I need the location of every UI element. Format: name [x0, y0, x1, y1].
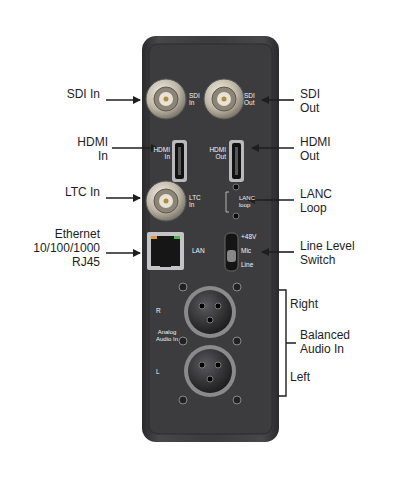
hdmi-shell — [229, 140, 244, 182]
bnc-pin — [222, 97, 227, 102]
screw — [179, 283, 187, 291]
port-marking: SDI Out — [244, 92, 260, 107]
lanc-jack — [233, 213, 239, 219]
callout-label: SDI In — [60, 88, 100, 102]
bnc-ring — [212, 87, 236, 111]
xlr-pin-hole — [199, 362, 205, 368]
screw — [233, 396, 241, 404]
port-marking: HDMI Out — [206, 146, 226, 161]
bnc-insulator — [159, 194, 173, 208]
leader-arrow — [106, 99, 140, 101]
callout-label: Line Level Switch — [300, 240, 370, 268]
leader-arrows — [106, 100, 294, 253]
xlr-flange — [184, 345, 236, 397]
xlr-pin-hole — [215, 362, 221, 368]
lanc-jack — [233, 184, 239, 190]
leader-arrow — [112, 147, 158, 149]
xlr-socket — [188, 349, 232, 393]
bnc-connector — [146, 79, 186, 119]
hdmi-opening — [232, 143, 241, 179]
bnc-shell — [146, 79, 186, 119]
port-marking: LAN — [192, 247, 212, 254]
rj45-opening — [151, 236, 180, 266]
bnc-pin — [164, 97, 169, 102]
bnc-ring — [154, 189, 178, 213]
port-marking: +48V — [241, 233, 261, 240]
callout-label: HDMI Out — [300, 136, 345, 164]
port-marking: L — [156, 368, 166, 375]
hdmi-port — [172, 140, 187, 182]
xlr-pin-hole — [199, 303, 205, 309]
screw — [179, 337, 187, 345]
lanc-bracket — [226, 192, 229, 212]
callout-label: LTC In — [60, 186, 100, 200]
port-marking: R — [156, 307, 166, 314]
rj45-shell — [147, 232, 184, 270]
callout-label: Right — [290, 298, 340, 312]
rj45-latch — [160, 262, 171, 267]
bnc-insulator — [217, 92, 231, 106]
leader-arrow — [262, 251, 294, 253]
bnc-ring — [154, 87, 178, 111]
leader-arrow — [106, 252, 140, 254]
callout-label: SDI Out — [300, 88, 340, 116]
callout-label: Balanced Audio In — [300, 329, 370, 357]
hdmi-tongue — [178, 147, 181, 175]
screw — [233, 337, 241, 345]
bnc-shell — [146, 181, 186, 221]
port-marking: Line — [241, 261, 261, 268]
bnc-connector — [204, 79, 244, 119]
device-panel — [149, 44, 272, 434]
bnc-insulator — [159, 92, 173, 106]
hdmi-tongue — [235, 147, 238, 175]
rj45-led — [174, 236, 180, 239]
port-marking: SDI In — [189, 92, 205, 107]
leader-arrow — [252, 147, 294, 149]
xlr-flange — [184, 286, 236, 338]
xlr-connector — [184, 345, 236, 397]
port-marking: Analog Audio In — [152, 329, 182, 343]
xlr-pin-hole — [215, 303, 221, 309]
switch-slot — [225, 233, 238, 271]
screw — [179, 396, 187, 404]
callout-label: Left — [290, 371, 340, 385]
port-marking: LTC In — [189, 194, 205, 209]
xlr-pin-hole — [207, 317, 213, 323]
callout-label: Ethernet 10/100/1000 RJ45 — [25, 228, 100, 269]
port-marking: LANC loop — [239, 195, 257, 209]
xlr-socket — [188, 290, 232, 334]
xlr-connector — [184, 286, 236, 338]
callout-label: HDMI In — [68, 136, 108, 164]
port-marking: HDMI In — [150, 146, 170, 161]
hdmi-port — [229, 140, 244, 182]
leader-arrow — [106, 197, 140, 199]
rj45-led — [151, 236, 157, 239]
hdmi-opening — [175, 143, 184, 179]
leader-arrow — [262, 99, 294, 101]
switch-lever — [227, 250, 236, 262]
hdmi-shell — [172, 140, 187, 182]
callout-label: LANC Loop — [300, 188, 340, 216]
bnc-connector — [146, 181, 186, 221]
xlr-pin-hole — [207, 376, 213, 382]
device-body — [142, 36, 279, 442]
rj45-port — [147, 232, 184, 270]
bnc-pin — [164, 199, 169, 204]
port-marking: Mic — [241, 247, 261, 254]
screw — [233, 283, 241, 291]
bnc-shell — [204, 79, 244, 119]
